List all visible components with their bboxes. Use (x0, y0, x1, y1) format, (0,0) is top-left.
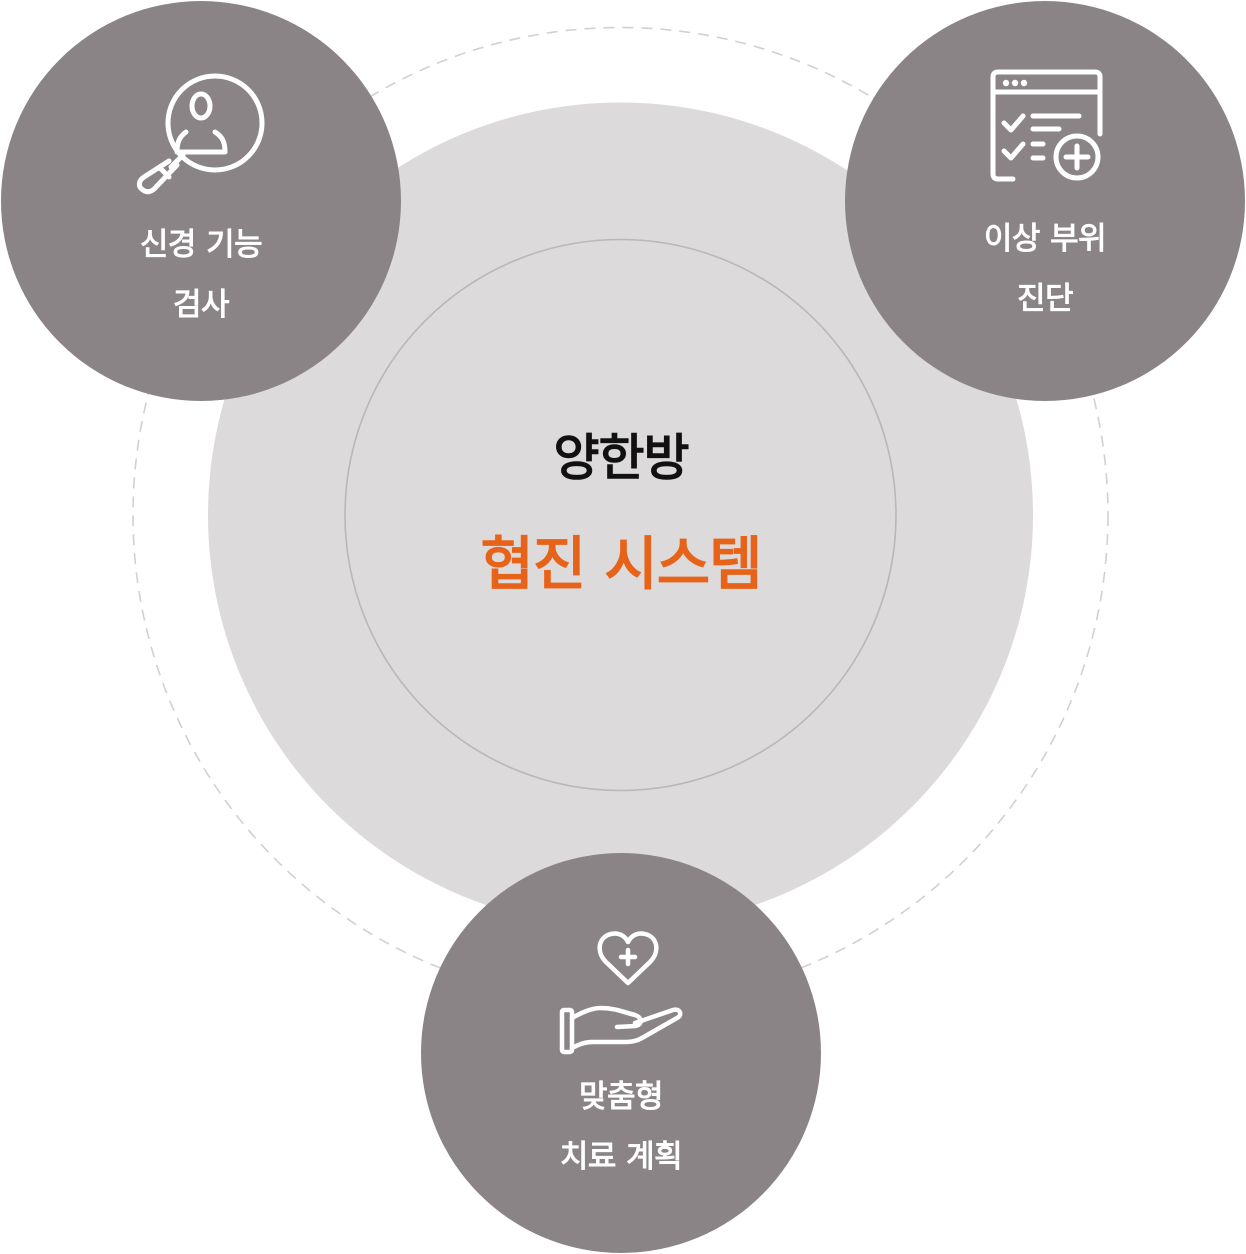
satellite-custom-treatment: 맞춤형 치료 계획 (421, 853, 821, 1253)
center-title-line2: 협진 시스템 (480, 530, 763, 598)
satellite-label-line2: 진단 (1016, 281, 1074, 317)
magnifier-user-icon (136, 73, 265, 195)
satellite-label-line2: 치료 계획 (559, 1139, 683, 1175)
satellite-label: 신경 기능 검사 (1, 215, 401, 335)
inner-ring (344, 238, 897, 792)
checklist-add-icon (990, 69, 1103, 182)
hand-heart-icon (559, 931, 683, 1055)
satellite-label: 맞춤형 치료 계획 (421, 1067, 821, 1187)
center-title-line1: 양한방 (553, 429, 690, 487)
main-disk (208, 102, 1033, 928)
satellite-label-line2: 검사 (172, 287, 230, 323)
satellite-abnormal-diagnosis: 이상 부위 진단 (845, 1, 1245, 401)
center-title: 양한방 협진 시스템 (345, 240, 897, 792)
satellite-neuro-test: 신경 기능 검사 (1, 1, 401, 401)
satellite-label-line1: 맞춤형 (578, 1079, 664, 1115)
satellite-label: 이상 부위 진단 (845, 209, 1245, 329)
satellite-label-line1: 신경 기능 (139, 227, 263, 263)
satellite-label-line1: 이상 부위 (983, 221, 1107, 257)
